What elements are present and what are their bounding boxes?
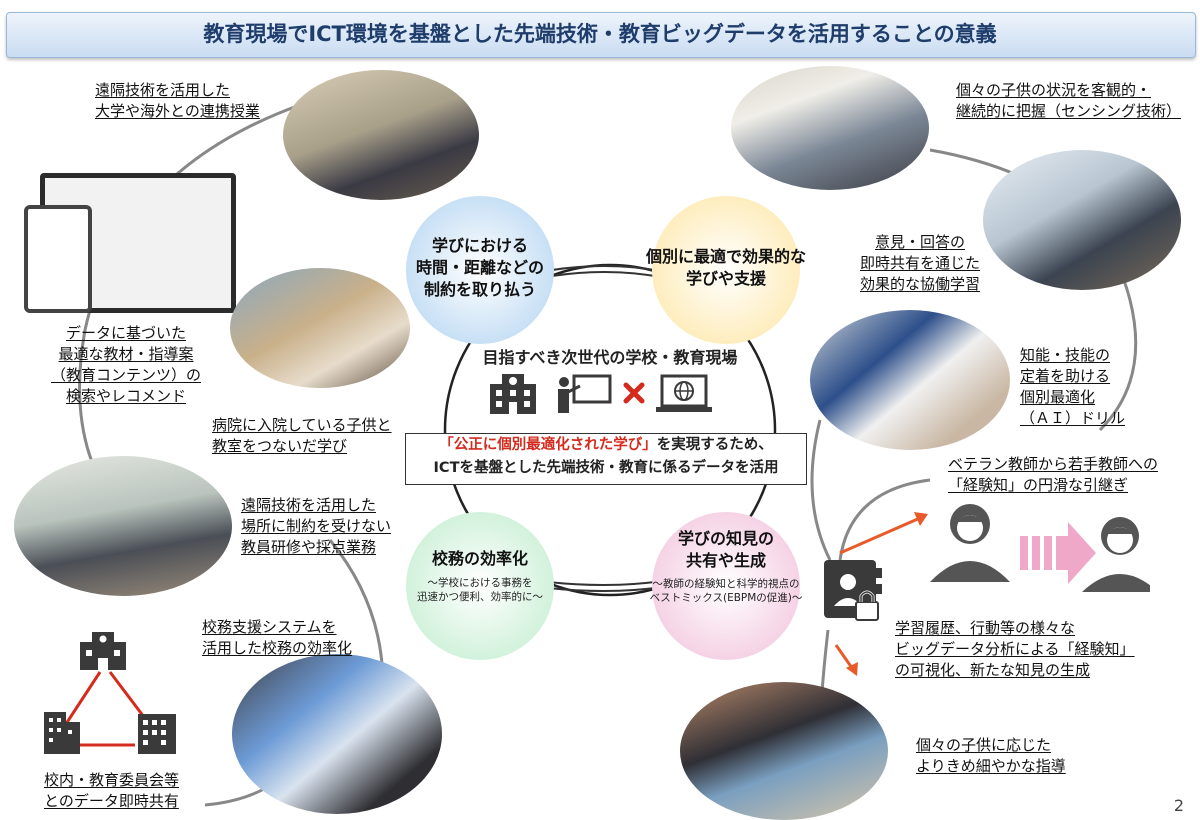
center-mission-box: 「公正に個別最適化された学び」を実現するため、 ICTを基盤とした先端技術・教育… bbox=[405, 433, 807, 485]
school-building-icon bbox=[80, 632, 126, 670]
bubble-optimal-learning-text: 個別に最適で効果的な学びや支援 bbox=[645, 247, 806, 288]
laptop-globe-icon bbox=[656, 374, 712, 412]
center-icons bbox=[490, 374, 712, 414]
transfer-arrow bbox=[1020, 522, 1096, 584]
label-data-materials: データに基づいた最適な教材・指導案（教育コンテンツ）の検索やレコメンド bbox=[50, 324, 201, 405]
label-bigdata: 学習履歴、行動等の様々なビッグデータ分析による「経験知」の可視化、新たな知見の生… bbox=[895, 619, 1135, 679]
office-building-icon bbox=[138, 714, 176, 754]
bubble-school-efficiency-sub: ～学校における事務を迅速かつ便利、効率的に～ bbox=[417, 577, 543, 603]
office-building-icon bbox=[44, 712, 80, 754]
veteran-teacher-icon bbox=[930, 504, 1010, 582]
label-sensing: 個々の子供の状況を客観的・継続的に把握（センシング技術） bbox=[956, 81, 1182, 120]
page-title: 教育現場でICT環境を基盤とした先端技術・教育ビッグデータを活用することの意義 bbox=[203, 22, 997, 46]
label-collab: 意見・回答の即時共有を通じた効果的な協働学習 bbox=[859, 233, 980, 293]
knowledge-transfer-icons bbox=[824, 504, 1150, 621]
student-id-lock-icon bbox=[824, 560, 882, 621]
label-veteran: ベテラン教師から若手教師への「経験知」の円滑な引継ぎ bbox=[948, 455, 1159, 494]
bubble-school-efficiency-title: 校務の効率化 bbox=[431, 549, 528, 568]
bubble-optimal-learning bbox=[652, 196, 800, 344]
cross-icon bbox=[623, 382, 645, 404]
bubble-knowledge-sharing-sub: ～教師の経験知と科学的視点のベストミックス(EBPMの促進)～ bbox=[649, 578, 803, 604]
photo-hospital bbox=[230, 268, 410, 388]
teacher-board-icon bbox=[558, 374, 612, 413]
bubble-knowledge-sharing-title: 学びの知見の共有や生成 bbox=[677, 529, 774, 570]
bubble-school-efficiency bbox=[406, 512, 554, 660]
photo-school-system bbox=[232, 654, 442, 814]
label-remote-class: 遠隔技術を活用した大学や海外との連携授業 bbox=[95, 81, 260, 120]
photo-fine-guidance bbox=[680, 682, 888, 820]
label-hospital: 病院に入院している子供と教室をつないだ学び bbox=[212, 416, 392, 455]
label-fine-guidance: 個々の子供に応じたよりきめ細やかな指導 bbox=[916, 736, 1066, 775]
bubble-knowledge-sharing bbox=[652, 512, 800, 660]
school-building-icon bbox=[490, 374, 536, 414]
photo-ai-drill bbox=[810, 310, 1010, 450]
photo-teacher-training bbox=[14, 456, 232, 596]
bubble-remove-constraints-text: 学びにおける時間・距離などの制約を取り払う bbox=[415, 236, 544, 299]
photo-collab bbox=[983, 150, 1181, 290]
label-remote-training: 遠隔技術を活用した場所に制約を受けない教員研修や採点業務 bbox=[241, 496, 392, 556]
photo-phone bbox=[24, 205, 92, 313]
title-bar bbox=[6, 12, 1196, 58]
label-data-sharing: 校内・教育委員会等とのデータ即時共有 bbox=[44, 771, 180, 810]
photo-sensing bbox=[731, 66, 929, 190]
mission-rest: を実現するため、 bbox=[656, 437, 773, 453]
buildings-triangle bbox=[44, 632, 176, 754]
mission-line2: ICTを基盤とした先端技術・教育に係るデータを活用 bbox=[433, 460, 779, 476]
label-school-system: 校務支援システムを活用した校務の効率化 bbox=[202, 618, 353, 657]
mission-quote: 「公正に個別最適化された学び」 bbox=[439, 437, 657, 453]
page-number: 2 bbox=[1173, 796, 1184, 815]
bubble-remove-constraints bbox=[406, 196, 554, 344]
label-ai-drill: 知能・技能の定着を助ける個別最適化（ＡＩ）ドリル bbox=[1020, 346, 1126, 427]
photo-remote-class bbox=[283, 70, 479, 200]
center-heading: 目指すべき次世代の学校・教育現場 bbox=[482, 348, 738, 367]
young-teacher-icon bbox=[1082, 517, 1150, 592]
